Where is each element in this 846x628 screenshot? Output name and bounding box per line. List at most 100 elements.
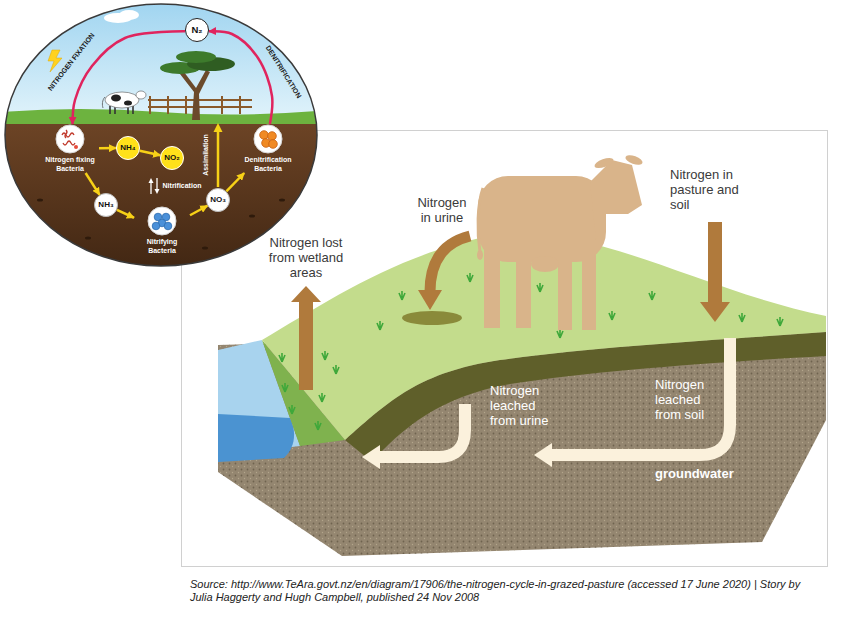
fence — [148, 96, 252, 114]
cow-spot — [111, 95, 121, 102]
bacteria-cell — [260, 131, 269, 140]
bacteria-node: Nitrogen fixing Bacteria — [41, 124, 99, 173]
bacteria-node: Nitrifying Bacteria — [134, 206, 190, 255]
tree-trunk — [180, 70, 210, 120]
cycle-arrow — [226, 173, 244, 191]
bacteria-symbol — [253, 124, 283, 154]
bacteria-label: Denitrification Bacteria — [236, 156, 300, 173]
compound-circle: NO₂ — [160, 146, 184, 170]
exchange-arrow — [150, 182, 151, 194]
cow-body — [105, 92, 139, 108]
cow-silhouette — [478, 153, 644, 330]
wetland-loss-arrow — [299, 300, 313, 390]
bacteria-cell — [164, 222, 172, 230]
bacteria-circle — [254, 125, 282, 153]
cow-head — [136, 91, 146, 99]
compound-circle: NH₃ — [94, 193, 118, 217]
cow-leg — [484, 245, 500, 328]
bacteria-label: Nitrogen fixing Bacteria — [41, 156, 99, 173]
flow-label: groundwater — [655, 467, 734, 482]
cow-udder — [531, 256, 559, 272]
bacteria-icon — [254, 125, 282, 153]
formula-label: NH₃ — [98, 201, 113, 209]
pasture-arrow — [708, 222, 722, 304]
pasture-arrow-head — [700, 302, 730, 322]
soil-speck — [279, 199, 285, 202]
cycle-arrow — [140, 151, 161, 156]
cycle-arrow — [209, 31, 272, 124]
bacteria-symbol — [147, 206, 177, 236]
cow-leg — [582, 245, 596, 330]
flow-label: Nitrogen lost from wetland areas — [263, 236, 349, 281]
cloud — [119, 10, 139, 20]
bacteria-strand — [62, 133, 74, 137]
urine-patch — [402, 311, 462, 325]
assimilation-arrow-head — [214, 123, 223, 132]
cow-ear — [593, 156, 615, 170]
compound-circle: NH₄ — [116, 136, 140, 160]
bacteria-label: Nitrifying Bacteria — [134, 238, 190, 255]
urine-leach-arrow-head — [362, 445, 380, 469]
urine-arrow-head — [418, 290, 442, 310]
process-label: NITROGEN FIXATION — [47, 32, 97, 93]
bacteria-cell — [269, 140, 278, 149]
flow-label: Nitrogen leached from urine — [490, 384, 558, 429]
process-label: DENITRIFICATION — [264, 44, 303, 100]
bacteria-cell — [152, 222, 160, 230]
soil-speck — [249, 215, 255, 218]
cow-tail — [102, 97, 105, 108]
soil-leach-arrow-head — [534, 443, 552, 467]
cow-spot — [124, 101, 132, 106]
bacteria-circle — [148, 207, 176, 235]
compound-circle: NO₃ — [206, 188, 230, 212]
soil-speck — [85, 237, 91, 240]
bacteria-cell — [74, 145, 78, 149]
flow-label: Nitrogen in urine — [412, 196, 472, 226]
tree-canopy — [176, 51, 216, 63]
flow-label: Nitrogen in pasture and soil — [670, 168, 750, 213]
bacteria-icon — [56, 125, 84, 153]
process-label: Assimilation — [202, 134, 210, 176]
compound-circle: N₂ — [185, 18, 209, 42]
bacteria-icon — [148, 207, 176, 235]
cycle-arrow — [99, 147, 116, 150]
formula-label: NO₂ — [164, 154, 180, 162]
process-label: Nitrification — [163, 182, 202, 190]
bacteria-strand — [65, 130, 67, 138]
cycle-arrow — [117, 210, 134, 218]
inset-outline — [5, 4, 317, 266]
bacteria-node: Denitrification Bacteria — [236, 124, 300, 173]
cow-ear — [624, 153, 644, 167]
sky — [0, 0, 330, 124]
soil-leach-arrow — [552, 338, 730, 455]
exchange-arrow-head — [155, 189, 160, 194]
formula-label: NH₄ — [120, 144, 135, 152]
stream-water — [218, 414, 294, 462]
cow-leg — [516, 245, 531, 328]
flow-label: Nitrogen leached from soil — [655, 378, 719, 423]
cow-head — [590, 160, 642, 240]
source-caption: Source: http://www.TeAra.govt.nz/en/diag… — [190, 578, 818, 603]
urine-arrow — [430, 236, 470, 292]
soil-speck — [37, 199, 43, 202]
wetland-loss-arrow-head — [291, 286, 321, 302]
cow-leg — [558, 245, 572, 330]
exchange-arrow-head — [149, 178, 154, 183]
cow-tail-tuft — [477, 250, 483, 260]
cycle-arrow — [190, 206, 207, 216]
cow-figure — [102, 91, 146, 114]
cow-tail — [478, 188, 483, 252]
cycle-arrow — [86, 173, 100, 195]
formula-label: NO₃ — [210, 196, 226, 204]
assimilation-arrow — [217, 130, 220, 187]
urine-leach-arrow — [380, 404, 465, 457]
formula-label: N₂ — [191, 25, 202, 35]
pasture-surface — [262, 233, 826, 440]
bacteria-cell — [268, 132, 277, 141]
grass-strip — [0, 109, 330, 124]
